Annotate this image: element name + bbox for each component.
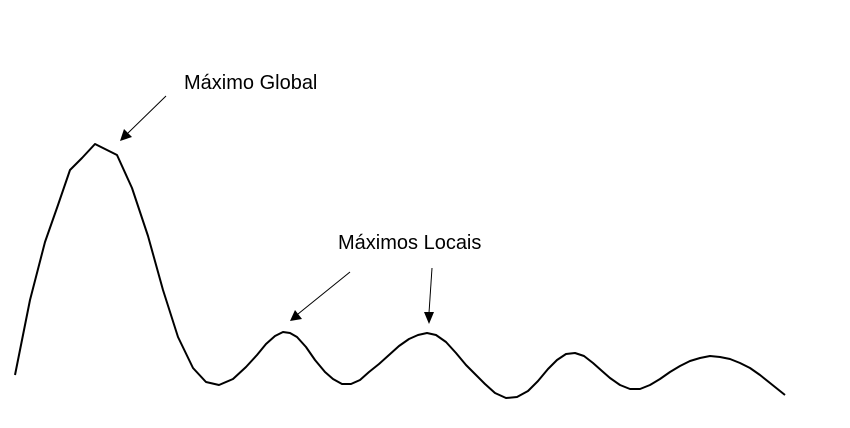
function-curve [14,143,786,399]
global-max-arrow [120,95,167,141]
local-max-label: Máximos Locais [338,232,481,254]
global-max-label: Máximo Global [184,72,317,94]
local-max-arrow-1 [290,271,351,321]
local-max-arrow-2 [424,267,434,324]
